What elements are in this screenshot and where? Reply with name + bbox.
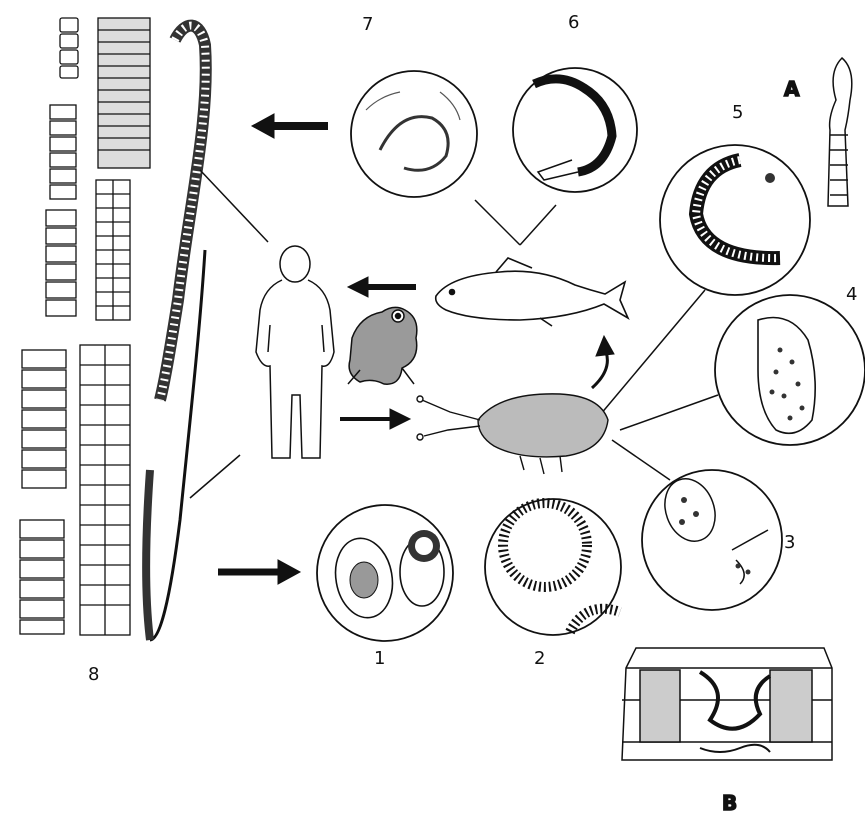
stage-6-circle: 6 — [513, 12, 637, 192]
segment-column-small — [46, 18, 78, 316]
stage-2-circle: 2 — [485, 499, 621, 669]
arrow-strobila-to-eggs — [218, 560, 300, 584]
human-host — [256, 246, 334, 458]
stage-5-label: 5 — [732, 102, 743, 123]
segment-column-dense — [80, 18, 150, 635]
arrow-copepod-to-fish — [592, 336, 614, 388]
stage-4-label: 4 — [846, 284, 857, 305]
fish — [436, 258, 628, 326]
stage-1-label: 1 — [374, 648, 385, 669]
tapeworm-strobila — [146, 26, 206, 640]
arrow-human-to-copepod — [340, 409, 410, 429]
stage-7-circle: 7 — [351, 14, 477, 197]
mature-proglottid: B — [622, 648, 832, 815]
stage-3-label: 3 — [784, 532, 795, 553]
stage-5-circle: 5 — [660, 102, 810, 295]
stage-2-label: 2 — [534, 648, 545, 669]
stage-4-circle: 4 — [715, 284, 865, 445]
stage-3-circle: 3 — [642, 470, 795, 610]
stage-7-label: 7 — [362, 14, 373, 35]
arrow-fish-to-human — [348, 277, 416, 297]
panel-a-label: A — [784, 77, 800, 101]
frog — [348, 307, 417, 384]
copepod — [417, 394, 608, 474]
proglottid-segments — [20, 18, 150, 635]
arrow-to-strobila-top — [252, 114, 328, 138]
stage-6-label: 6 — [568, 12, 579, 33]
segment-column-large-left — [20, 350, 66, 634]
stage-1-circle: 1 — [317, 505, 453, 669]
panel-b-label: B — [722, 791, 737, 815]
stage-8-label: 8 — [88, 664, 99, 685]
